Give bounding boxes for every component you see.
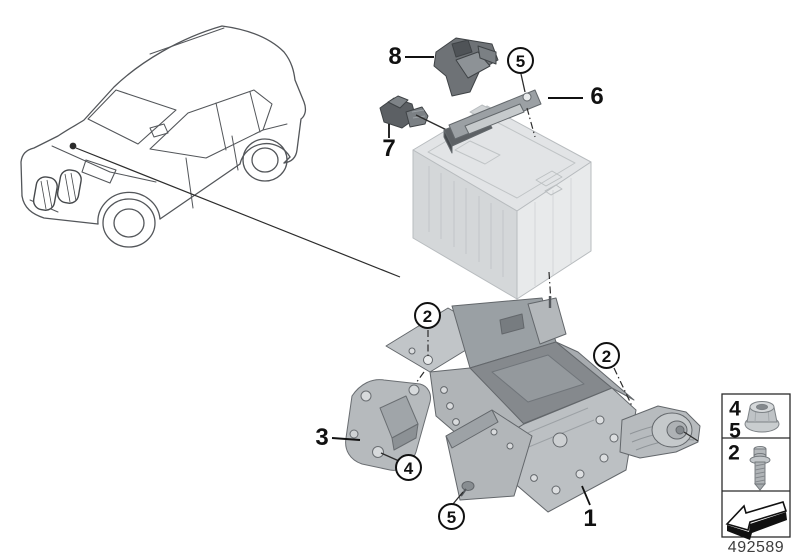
callout-label-8[interactable]: 8 (388, 43, 402, 70)
leader-line-3 (331, 437, 361, 441)
callout-label-7[interactable]: 7 (382, 135, 396, 162)
battery-clamp-part (443, 89, 542, 154)
callout-circle-2-left[interactable]: 2 (414, 302, 441, 329)
callout-circle-4[interactable]: 4 (395, 454, 422, 481)
front-wheel (102, 198, 156, 248)
callout-circle-2-right[interactable]: 2 (593, 342, 620, 369)
callout-label-6[interactable]: 6 (590, 83, 604, 110)
leader-line-5-top (520, 73, 526, 93)
holder-clip-part (433, 37, 499, 97)
legend-label-5[interactable]: 5 (729, 419, 741, 443)
assembly-line-clamp-battery (526, 107, 536, 138)
torx-screw-icon (749, 445, 771, 491)
diagram-number: 492589 (727, 539, 785, 556)
legend-label-2[interactable]: 2 (728, 441, 740, 465)
battery-tray-part (385, 296, 701, 513)
support-bracket-part (345, 379, 431, 471)
leader-line-5-bottom (452, 491, 464, 505)
driving-direction-arrow-icon (725, 501, 788, 540)
battery-ghost (412, 104, 592, 300)
vehicle-outline (20, 25, 307, 248)
legend-label-4[interactable]: 4 (729, 397, 741, 421)
rear-wheel (242, 138, 288, 182)
battery-sensor-part (379, 95, 429, 129)
flange-nut-icon (744, 401, 780, 433)
leader-line-1 (581, 485, 591, 506)
kidney-grille (32, 169, 82, 211)
callout-circle-5-top[interactable]: 5 (507, 47, 534, 74)
callout-circle-5-bottom[interactable]: 5 (438, 503, 465, 530)
callout-label-1[interactable]: 1 (583, 505, 597, 532)
callout-label-3[interactable]: 3 (315, 424, 329, 451)
vehicle-leader-line (69, 142, 401, 278)
